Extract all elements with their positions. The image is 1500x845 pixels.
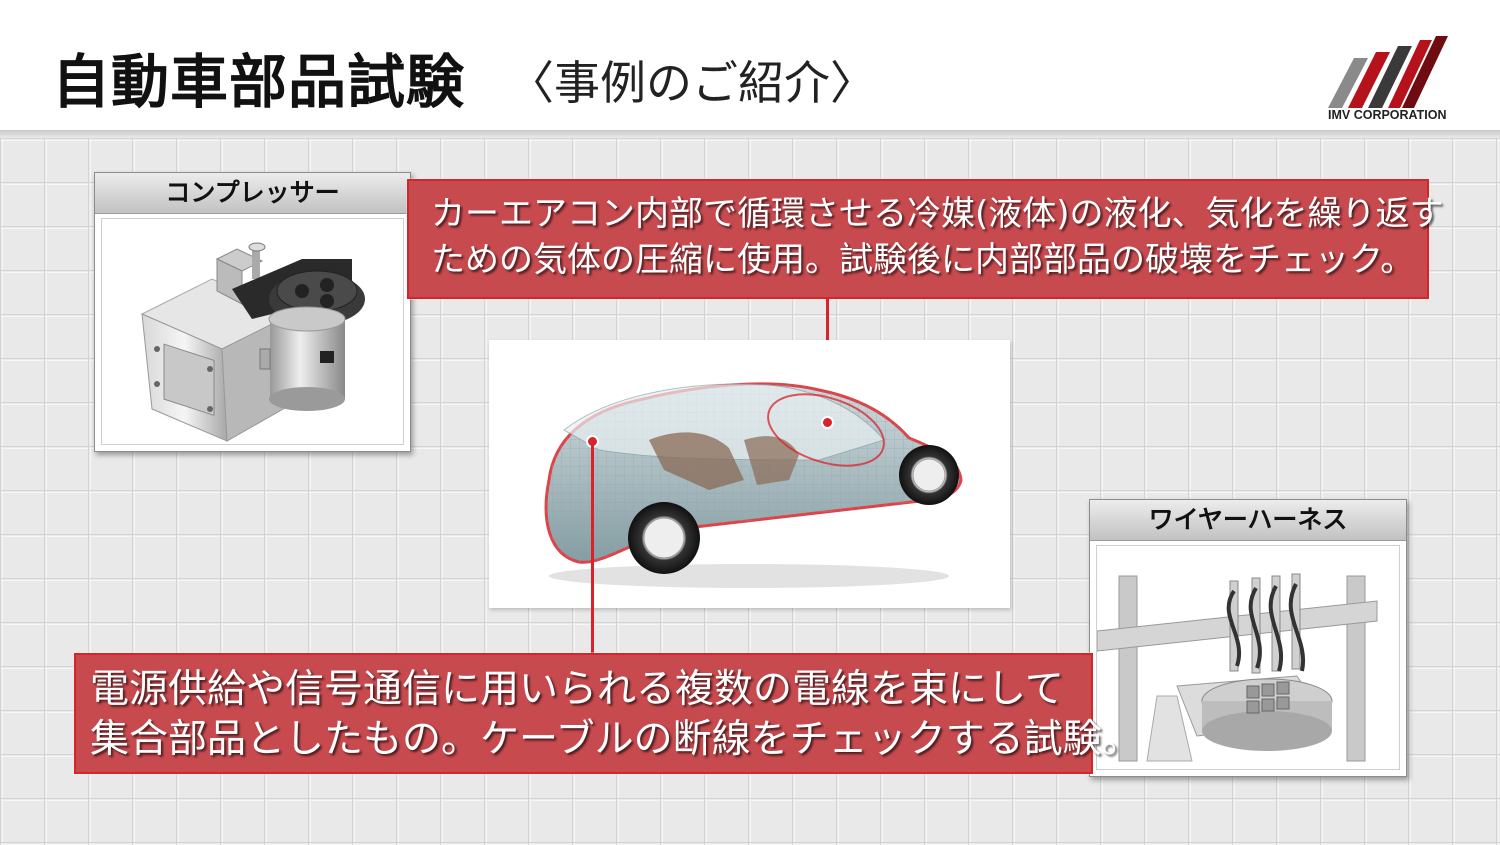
harness-callout: 電源供給や信号通信に用いられる複数の電線を束にして 集合部品としたもの。ケーブル… xyxy=(74,653,1141,774)
harness-callout-line-2: 集合部品としたもの。ケーブルの断線をチェックする試験。 xyxy=(90,717,1141,762)
harness-image-frame xyxy=(1096,545,1400,770)
compressor-marker-dot xyxy=(821,416,834,429)
imv-logo xyxy=(1328,36,1448,108)
compressor-callout-line-2: ための気体の圧縮に使用。試験後に内部部品の破壊をチェック。 xyxy=(431,240,1415,280)
compressor-illustration xyxy=(140,242,365,442)
page-subtitle: 〈事例のご紹介〉 xyxy=(508,56,876,110)
harness-illustration xyxy=(1097,573,1378,762)
header-shadow xyxy=(0,130,1500,138)
harness-label: ワイヤーハーネス xyxy=(1090,500,1406,541)
car-image-frame xyxy=(489,340,1010,608)
harness-leader-line xyxy=(591,445,594,653)
compressor-image-frame xyxy=(101,218,404,445)
car-wireframe-illustration xyxy=(544,382,963,588)
header-bar xyxy=(0,0,1500,130)
compressor-label: コンプレッサー xyxy=(95,173,410,214)
harness-panel: ワイヤーハーネス xyxy=(1089,499,1407,777)
harness-callout-line-1: 電源供給や信号通信に用いられる複数の電線を束にして xyxy=(90,667,1064,712)
page-title: 自動車部品試験 xyxy=(52,48,466,116)
company-name: IMV CORPORATION xyxy=(1328,108,1447,122)
compressor-callout-line-1: カーエアコン内部で循環させる冷媒(液体)の液化、気化を繰り返す xyxy=(431,194,1444,234)
compressor-callout: カーエアコン内部で循環させる冷媒(液体)の液化、気化を繰り返す ための気体の圧縮… xyxy=(407,179,1444,299)
compressor-panel: コンプレッサー xyxy=(94,172,411,452)
